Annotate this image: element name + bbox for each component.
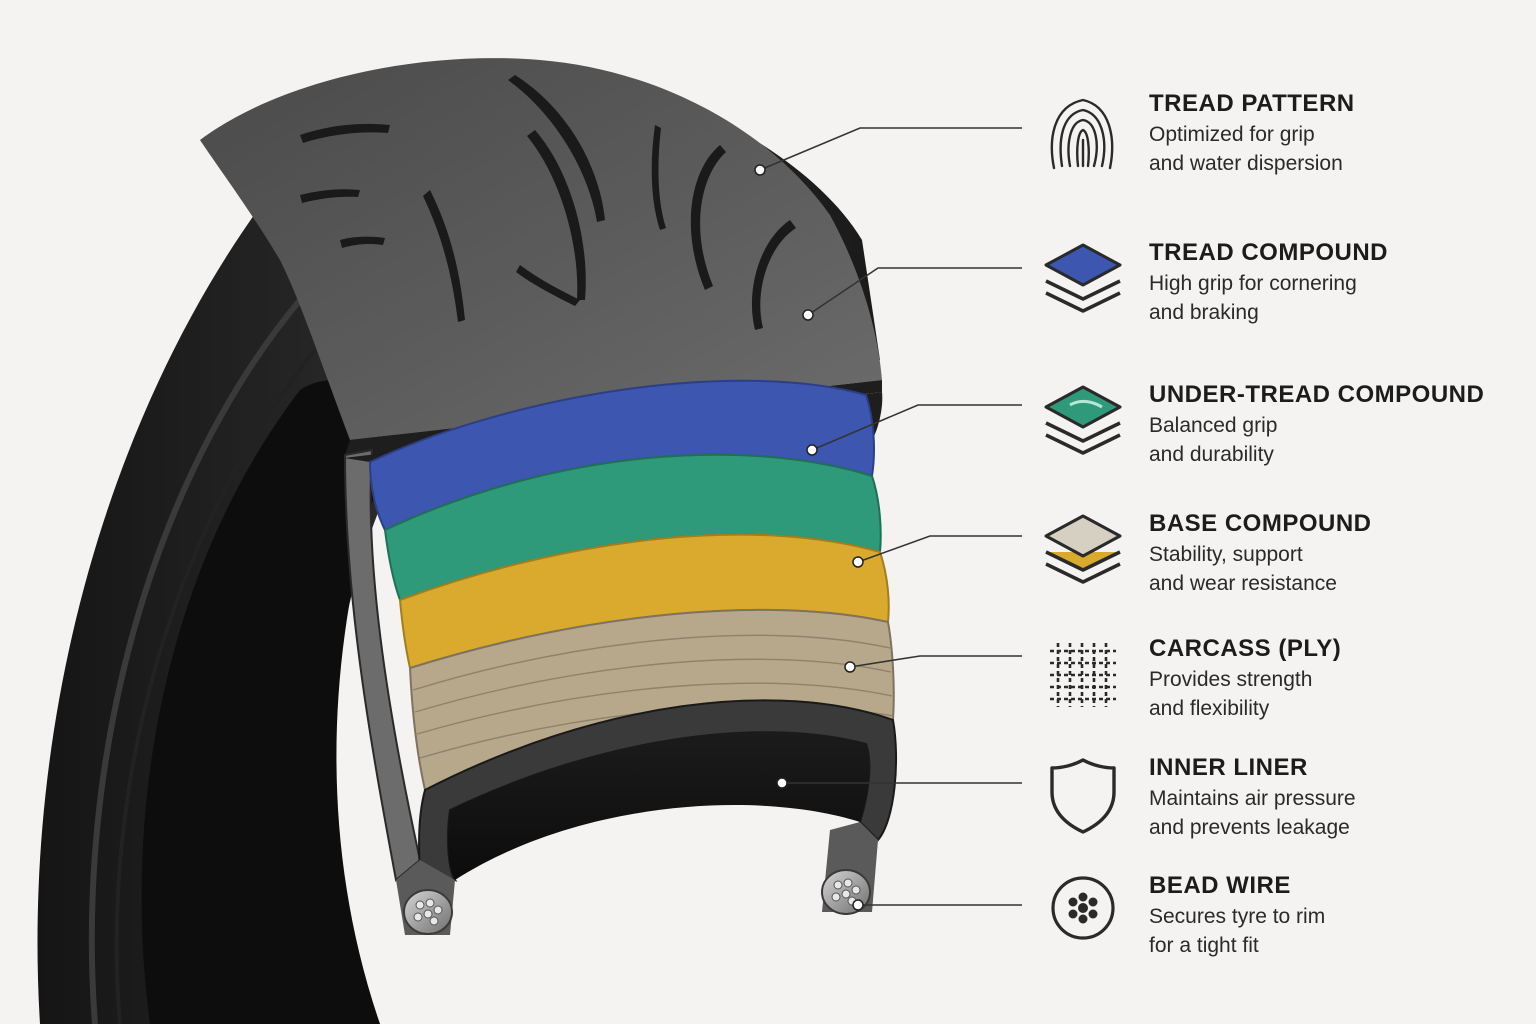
- fingerprint-icon: [1050, 98, 1114, 170]
- legend-item-tread-compound: TREAD COMPOUND High grip for cornering a…: [1040, 237, 1520, 347]
- legend-item-under-tread-compound: UNDER-TREAD COMPOUND Balanced grip and d…: [1040, 379, 1520, 489]
- legend-item-bead-wire: BEAD WIRE Secures tyre to rim for a tigh…: [1040, 870, 1520, 980]
- layers-blue-icon: [1044, 243, 1122, 313]
- bead-wire-right: [821, 822, 878, 915]
- legend-title: TREAD PATTERN: [1149, 90, 1355, 117]
- leader-dot: [806, 444, 818, 456]
- carcass-cord-line: [416, 682, 893, 735]
- carcass-cord-line: [414, 658, 892, 713]
- tyre-sidewall-ridge: [114, 348, 317, 1024]
- legend-item-tread-pattern: TREAD PATTERN Optimized for grip and wat…: [1040, 88, 1520, 198]
- legend-item-carcass: CARCASS (PLY) Provides strength and flex…: [1040, 633, 1520, 743]
- legend-item-inner-liner: INNER LINER Maintains air pressure and p…: [1040, 752, 1520, 862]
- legend-description: and prevents leakage: [1149, 816, 1350, 839]
- layers-green-icon: [1044, 385, 1122, 455]
- bead-wire-left: [396, 860, 455, 935]
- mesh-icon: [1050, 643, 1116, 707]
- inner-cavity: [447, 732, 870, 880]
- legend-title: BASE COMPOUND: [1149, 510, 1372, 537]
- tread-groove: [300, 189, 360, 203]
- tread-groove: [690, 145, 726, 290]
- carcass-cord-line: [412, 634, 891, 691]
- leader-dot: [852, 556, 864, 568]
- legend-description: for a tight fit: [1149, 934, 1259, 957]
- shield-icon: [1050, 758, 1116, 834]
- leader-tread-pattern: [759, 127, 1022, 171]
- tread-groove: [423, 190, 465, 322]
- legend-title: UNDER-TREAD COMPOUND: [1149, 381, 1485, 408]
- tyre-inner-opening: [141, 380, 400, 1024]
- legend-title: BEAD WIRE: [1149, 872, 1291, 899]
- legend-description: Maintains air pressure: [1149, 787, 1356, 810]
- leader-base-compound: [857, 535, 1022, 563]
- tyre-sidewall-ridge: [88, 298, 303, 1024]
- legend-description: High grip for cornering: [1149, 272, 1357, 295]
- leader-dot: [844, 661, 856, 673]
- legend-description: Balanced grip: [1149, 414, 1278, 437]
- legend-description: and durability: [1149, 443, 1274, 466]
- legend-description: and water dispersion: [1149, 152, 1343, 175]
- leader-dot: [852, 899, 864, 911]
- legend-description: and braking: [1149, 301, 1259, 324]
- bead-wire-icon: [1051, 876, 1115, 940]
- legend-description: Optimized for grip: [1149, 123, 1315, 146]
- leader-tread-compound: [807, 267, 1022, 316]
- legend-title: INNER LINER: [1149, 754, 1308, 781]
- legend-item-base-compound: BASE COMPOUND Stability, support and wea…: [1040, 508, 1520, 618]
- leader-carcass: [849, 655, 1022, 668]
- tread-groove: [651, 125, 666, 230]
- leader-dot: [754, 164, 766, 176]
- tread-groove: [751, 220, 796, 330]
- legend-title: CARCASS (PLY): [1149, 635, 1342, 662]
- leader-dots: [754, 164, 864, 911]
- legend-description: and flexibility: [1149, 697, 1270, 720]
- legend-description: Stability, support: [1149, 543, 1303, 566]
- legend-description: and wear resistance: [1149, 572, 1337, 595]
- leader-dot: [776, 777, 788, 789]
- tread-groove: [527, 130, 586, 300]
- leader-dot: [802, 309, 814, 321]
- layers-yellow-icon: [1044, 514, 1122, 584]
- tread-groove: [516, 265, 580, 306]
- legend-title: TREAD COMPOUND: [1149, 239, 1388, 266]
- tread-groove: [300, 123, 390, 143]
- tread-groove: [340, 236, 385, 248]
- tread-surface: [200, 58, 882, 441]
- leader-under-tread-compound: [811, 404, 1022, 451]
- legend-description: Secures tyre to rim: [1149, 905, 1326, 928]
- legend-description: Provides strength: [1149, 668, 1313, 691]
- leader-lines: [759, 127, 1022, 906]
- cross-section: [343, 379, 897, 935]
- tread-groove: [508, 75, 605, 222]
